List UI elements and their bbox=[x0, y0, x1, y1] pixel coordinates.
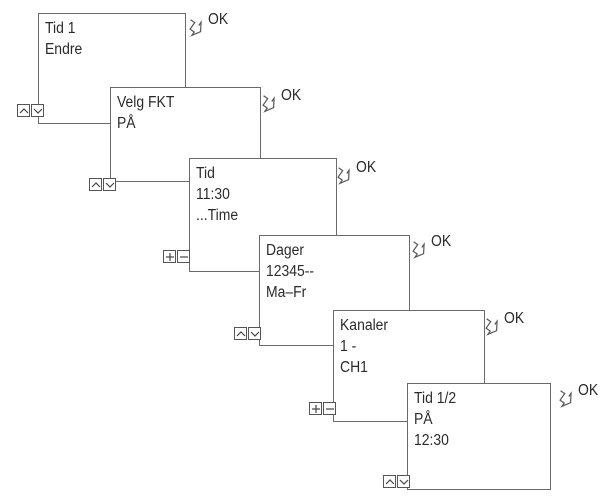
screen-1-line-2: Endre bbox=[45, 41, 83, 58]
screen-3-line-1: Tid bbox=[196, 165, 215, 182]
screen-3-line-2: 11:30 bbox=[196, 186, 230, 203]
up-key[interactable] bbox=[17, 104, 30, 117]
ok-arrow-icon bbox=[189, 19, 202, 37]
up-key[interactable] bbox=[383, 475, 396, 488]
screen-6-keys bbox=[383, 475, 411, 488]
ok-step-2: OK bbox=[259, 87, 319, 120]
screen-6-line-3: 12:30 bbox=[414, 432, 449, 449]
ok-step-3: OK bbox=[334, 159, 394, 192]
screen-4-line-3: Ma–Fr bbox=[266, 284, 307, 301]
screen-5-line-3: CH1 bbox=[340, 359, 368, 376]
screen-3-line-3: ...Time bbox=[196, 207, 239, 224]
screen-6: Tid 1/2 PÅ 12:30 bbox=[407, 383, 551, 490]
ok-step-1: OK bbox=[186, 11, 246, 44]
ok-arrow-icon bbox=[485, 318, 498, 336]
down-key[interactable] bbox=[103, 178, 116, 191]
plus-key[interactable] bbox=[309, 402, 322, 415]
screen-6-line-2: PÅ bbox=[414, 411, 433, 428]
screen-4-line-2: 12345-- bbox=[266, 263, 315, 280]
screen-5-line-2: 1 - bbox=[340, 338, 357, 355]
ok-label: OK bbox=[208, 11, 229, 28]
ok-step-6: OK bbox=[556, 382, 601, 415]
screen-3-keys bbox=[163, 250, 191, 263]
ok-arrow-icon bbox=[412, 241, 425, 259]
screen-5-keys bbox=[309, 402, 337, 415]
ok-label: OK bbox=[578, 382, 599, 399]
screen-2: Velg FKT PÅ bbox=[110, 87, 261, 182]
ok-step-4: OK bbox=[409, 233, 469, 266]
screen-2-line-1: Velg FKT bbox=[117, 94, 175, 111]
ok-label: OK bbox=[431, 233, 452, 250]
ok-arrow-icon bbox=[262, 95, 275, 113]
ok-label: OK bbox=[356, 159, 377, 176]
minus-key[interactable] bbox=[177, 250, 190, 263]
screen-4-line-1: Dager bbox=[266, 242, 304, 259]
down-key[interactable] bbox=[248, 327, 261, 340]
up-key[interactable] bbox=[234, 327, 247, 340]
up-key[interactable] bbox=[89, 178, 102, 191]
screen-2-keys bbox=[89, 178, 117, 191]
ok-step-5: OK bbox=[482, 310, 542, 343]
ok-arrow-icon bbox=[559, 390, 572, 408]
down-key[interactable] bbox=[397, 475, 410, 488]
ok-label: OK bbox=[504, 310, 525, 327]
ok-arrow-icon bbox=[337, 167, 350, 185]
ok-label: OK bbox=[281, 87, 302, 104]
screen-5-line-1: Kanaler bbox=[340, 317, 389, 334]
minus-key[interactable] bbox=[323, 402, 336, 415]
screen-2-line-2: PÅ bbox=[117, 115, 136, 132]
screen-1-keys bbox=[17, 104, 45, 117]
down-key[interactable] bbox=[31, 104, 44, 117]
plus-key[interactable] bbox=[163, 250, 176, 263]
screen-1-line-1: Tid 1 bbox=[45, 20, 76, 37]
screen-4-keys bbox=[234, 327, 262, 340]
screen-6-line-1: Tid 1/2 bbox=[414, 390, 457, 407]
